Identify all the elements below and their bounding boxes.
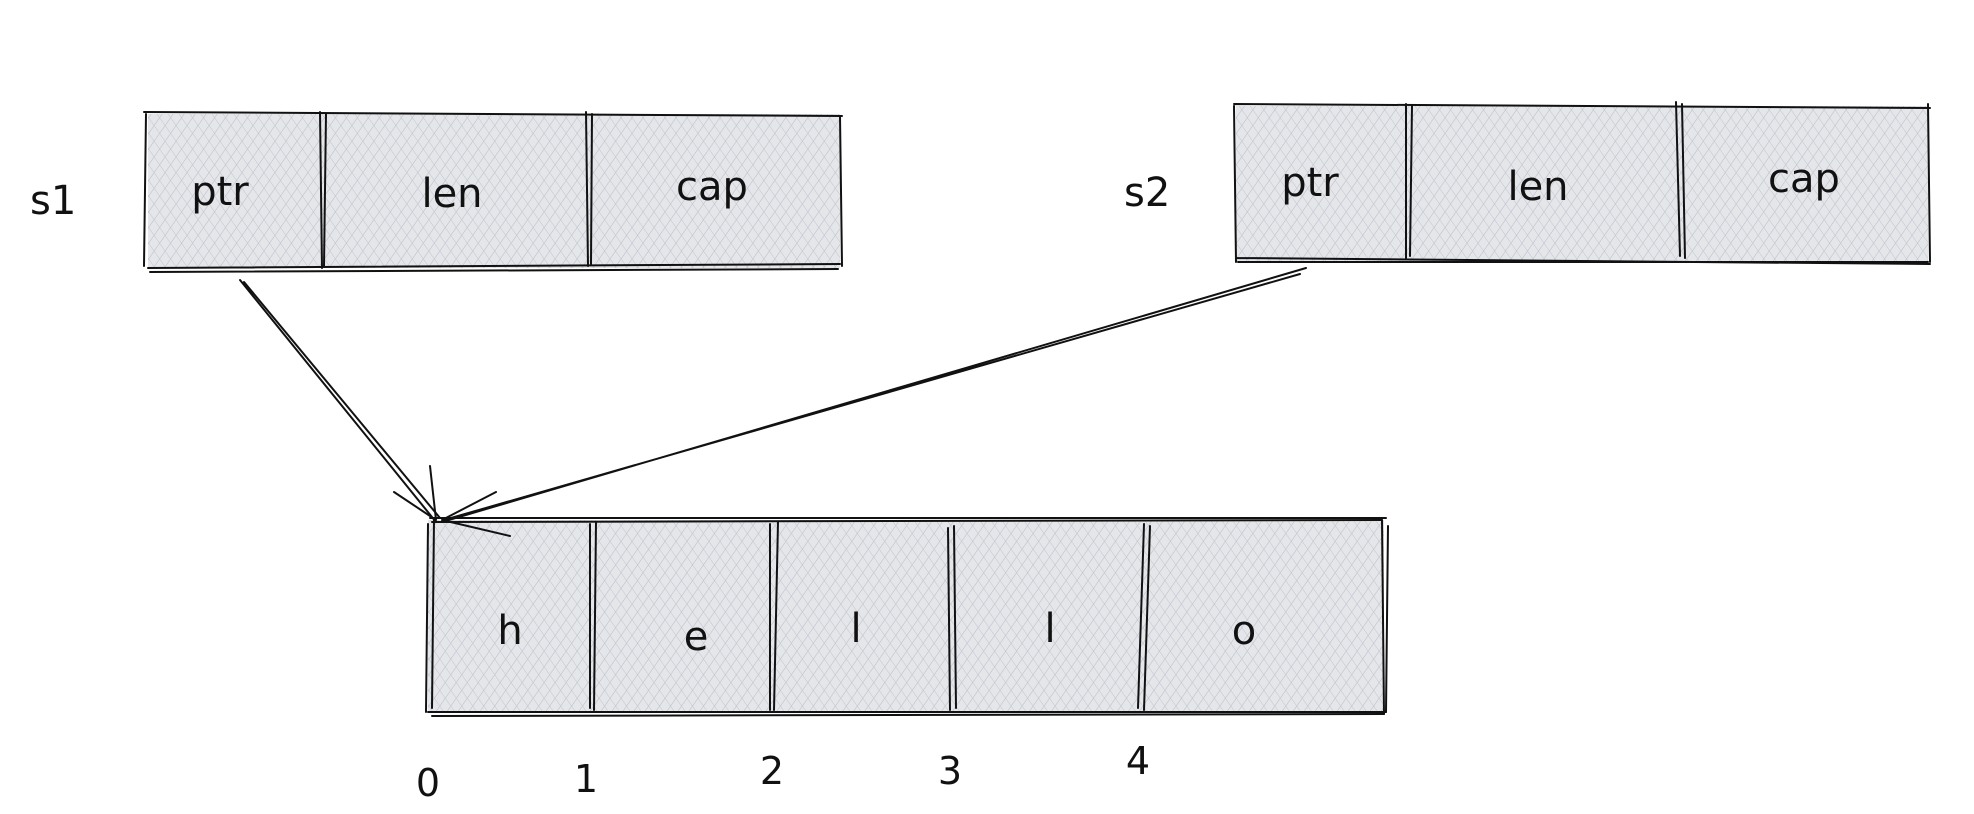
buffer-cell-3: l [1044,606,1055,652]
buffer-cell-1: e [684,614,709,660]
s1-ptr-arrow [239,279,441,523]
buffer-cell-4: o [1232,608,1256,654]
s2-label: s2 [1124,170,1170,216]
s1-cap-field: cap [676,164,748,210]
s2-box [1233,101,1931,265]
buffer-cell-0: h [497,608,522,654]
s1-label: s1 [30,178,76,224]
index-label-0: 0 [416,761,440,805]
s2-len-field: len [1507,164,1568,210]
buffer-box [425,517,1389,717]
index-label-3: 3 [938,749,962,793]
s2-ptr-field: ptr [1281,160,1339,206]
heap-buffer: h e l l o 0 1 2 3 4 [416,517,1389,805]
s1-ptr-field: ptr [191,169,249,215]
index-label-4: 4 [1126,739,1150,783]
s2-ptr-arrow [441,267,1307,537]
s1-box [143,111,843,273]
s1-struct: s1 ptr len cap [30,111,843,273]
index-label-1: 1 [574,757,598,801]
s2-struct: s2 ptr len cap [1124,101,1931,265]
index-label-2: 2 [760,749,784,793]
buffer-cell-2: l [850,606,861,652]
s1-len-field: len [421,171,482,217]
s2-cap-field: cap [1768,156,1840,202]
